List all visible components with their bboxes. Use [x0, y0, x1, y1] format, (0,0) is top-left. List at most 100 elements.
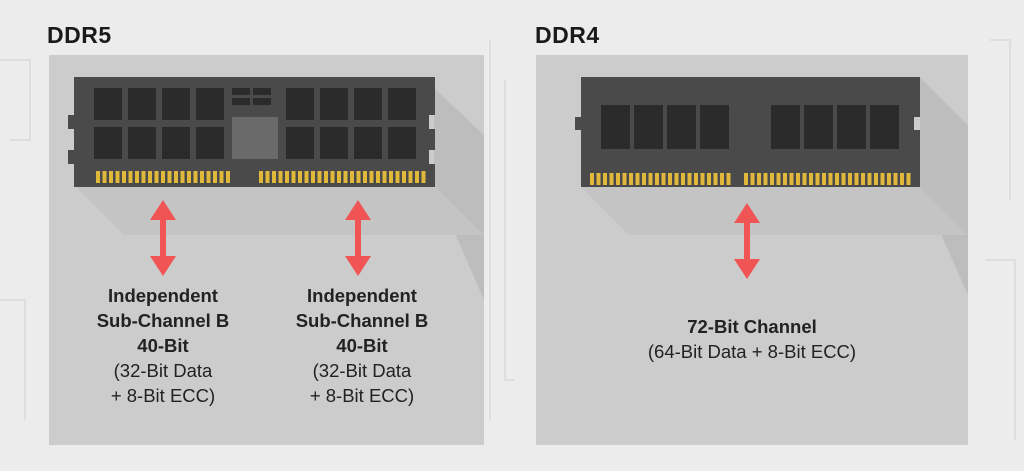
gold-pin: [629, 173, 633, 185]
gold-pin: [389, 171, 393, 183]
gold-pin: [154, 171, 159, 183]
gold-pin: [421, 171, 426, 183]
gold-pin: [102, 171, 107, 183]
gold-pin: [122, 171, 126, 183]
channel-width: 72-Bit Channel: [687, 316, 817, 337]
ddr5-right-chips: [286, 88, 416, 159]
gold-pin: [350, 171, 354, 183]
ddr5-arrow-left: [150, 200, 176, 276]
gold-pin: [867, 173, 872, 185]
gold-pin: [661, 173, 666, 185]
gold-pin: [200, 171, 204, 183]
gold-pin: [135, 171, 139, 183]
gold-pin: [789, 173, 794, 185]
gold-pin: [213, 171, 217, 183]
gold-pin: [285, 171, 289, 183]
gold-pin: [128, 171, 133, 183]
gold-pin: [887, 173, 891, 185]
gold-pin: [356, 171, 361, 183]
ddr5-left-chips: [94, 88, 224, 159]
gold-pin: [763, 173, 768, 185]
gold-pin: [259, 171, 263, 183]
gold-pin: [828, 173, 833, 185]
channel-name-line1: Independent: [307, 285, 417, 306]
gold-pin: [720, 173, 724, 185]
ddr5-title: DDR5: [47, 22, 112, 48]
gold-pin: [226, 171, 230, 183]
ddr5-arrow-right: [345, 200, 371, 276]
ddr5-module-diagram: [68, 77, 484, 300]
channel-detail-line2: + 8-Bit ECC): [110, 385, 216, 406]
ddr4-module-diagram: [575, 77, 968, 295]
gold-pin: [648, 173, 653, 185]
gold-pin: [776, 173, 781, 185]
ddr4-channel-caption: 72-Bit Channel (64-Bit Data + 8-Bit ECC): [536, 314, 968, 364]
gold-pin: [180, 171, 185, 183]
gold-pin: [848, 173, 852, 185]
gold-pin: [278, 171, 283, 183]
gold-pin: [906, 173, 911, 185]
gold-pin: [655, 173, 659, 185]
gold-pin: [415, 171, 419, 183]
gold-pin: [635, 173, 640, 185]
gold-pin: [395, 171, 400, 183]
gold-pin: [219, 171, 224, 183]
gold-pin: [317, 171, 322, 183]
gold-pin: [369, 171, 374, 183]
gold-pin: [687, 173, 692, 185]
gold-pin: [700, 173, 705, 185]
ddr4-gold-pins: [590, 173, 911, 185]
gold-pin: [822, 173, 826, 185]
gold-pin: [783, 173, 787, 185]
gold-pin: [206, 171, 211, 183]
gold-pin: [841, 173, 846, 185]
gold-pin: [115, 171, 120, 183]
gold-pin: [330, 171, 335, 183]
gold-pin: [148, 171, 152, 183]
ddr4-memory-module: [575, 77, 920, 187]
gold-pin: [596, 173, 601, 185]
channel-name-line2: Sub-Channel B: [96, 310, 230, 331]
gold-pin: [713, 173, 718, 185]
gold-pin: [668, 173, 672, 185]
ddr4-channel-arrow: [734, 203, 760, 279]
gold-pin: [141, 171, 146, 183]
gold-pin: [265, 171, 270, 183]
gold-pin: [304, 171, 309, 183]
gold-pin: [893, 173, 898, 185]
gold-pin: [880, 173, 885, 185]
gold-pin: [603, 173, 607, 185]
channel-width: 40-Bit: [336, 335, 388, 356]
gold-pin: [796, 173, 800, 185]
gold-pin: [874, 173, 878, 185]
gold-pin: [187, 171, 191, 183]
gold-pin: [298, 171, 302, 183]
gold-pin: [408, 171, 413, 183]
gold-pin: [750, 173, 755, 185]
gold-pin: [900, 173, 904, 185]
gold-pin: [770, 173, 774, 185]
gold-pin: [590, 173, 594, 185]
ddr5-channel-caption-left: Independent Sub-Channel B 40-Bit (32-Bit…: [73, 283, 253, 408]
gold-pin: [402, 171, 406, 183]
gold-pin: [622, 173, 627, 185]
ddr4-panel: [536, 55, 968, 445]
ddr5-channel-arrows: [150, 200, 371, 276]
gold-pin: [674, 173, 679, 185]
gold-pin: [694, 173, 698, 185]
gold-pin: [382, 171, 387, 183]
channel-detail-line1: (32-Bit Data: [312, 360, 412, 381]
gold-pin: [642, 173, 646, 185]
ddr4-chips: [601, 105, 899, 149]
gold-pin: [337, 171, 341, 183]
gold-pin: [376, 171, 380, 183]
gold-pin: [835, 173, 839, 185]
gold-pin: [96, 171, 100, 183]
gold-pin: [291, 171, 296, 183]
ddr5-pmic-chip: [232, 88, 278, 159]
gold-pin: [174, 171, 178, 183]
gold-pin: [681, 173, 685, 185]
gold-pin: [815, 173, 820, 185]
gold-pin: [109, 171, 113, 183]
gold-pin: [311, 171, 315, 183]
